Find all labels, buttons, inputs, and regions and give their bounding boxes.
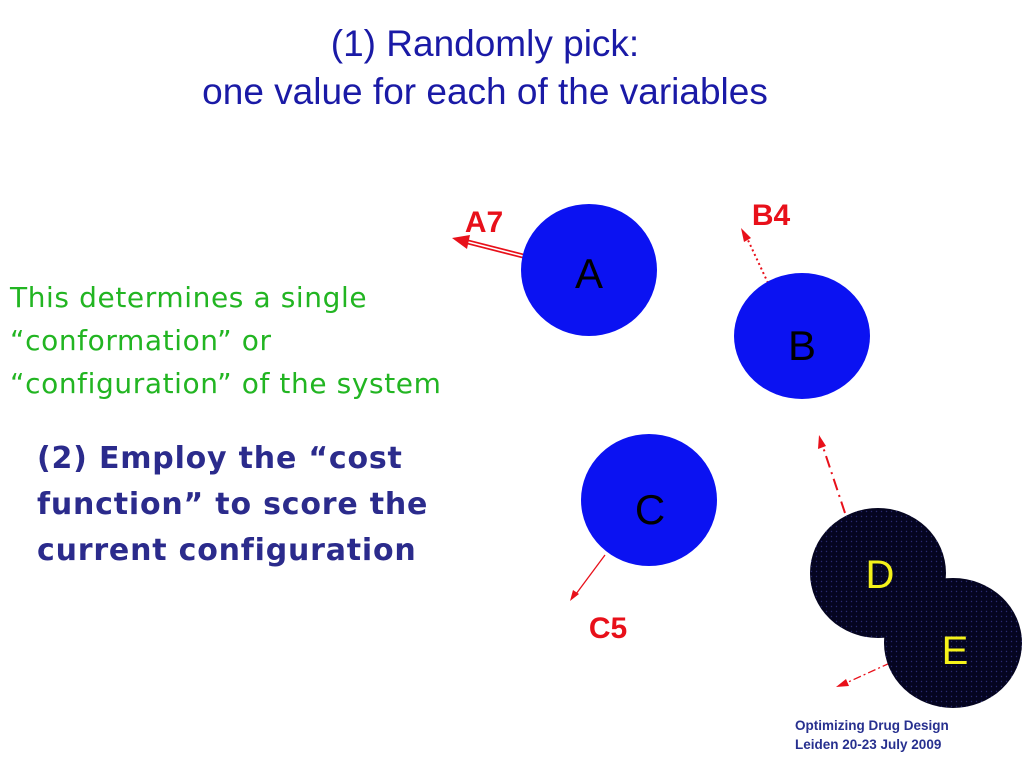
configuration-note-line-1: This determines a single (10, 281, 368, 314)
value-label-c5: C5 (589, 612, 627, 645)
node-a: A (521, 204, 657, 336)
node-e-label: E (942, 629, 969, 673)
node-c: C (581, 434, 717, 566)
node-b-label: B (788, 322, 816, 369)
title-line-2: one value for each of the variables (202, 71, 768, 112)
value-label-a7: A7 (465, 206, 503, 239)
node-d-label: D (866, 553, 895, 597)
node-e: E (884, 578, 1022, 708)
node-a-label: A (575, 250, 603, 297)
footer: Optimizing Drug Design Leiden 20-23 July… (795, 716, 949, 754)
cost-function-note-line-3: current configuration (37, 533, 417, 568)
footer-line-1: Optimizing Drug Design (795, 718, 949, 733)
node-c-label: C (635, 486, 665, 533)
arrow-c-to-c5 (570, 554, 606, 601)
value-label-b4: B4 (752, 199, 791, 232)
arrow-d-up (818, 435, 846, 514)
arrow-b-to-b4 (741, 228, 769, 284)
arrow-a-to-a7 (452, 235, 524, 259)
footer-line-2: Leiden 20-23 July 2009 (795, 737, 942, 752)
arrow-e-left (836, 662, 891, 687)
title-line-1: (1) Randomly pick: (330, 23, 640, 64)
cost-function-note: (2) Employ the “cost function” to score … (37, 436, 428, 574)
configuration-note-line-3: “configuration” of the system (10, 367, 442, 400)
configuration-note: This determines a single “conformation” … (10, 276, 441, 405)
cost-function-note-line-2: function” to score the (37, 487, 429, 522)
node-b: B (734, 273, 870, 399)
configuration-note-line-2: “conformation” or (10, 324, 272, 357)
slide-title: (1) Randomly pick: one value for each of… (0, 20, 970, 116)
cost-function-note-line-1: (2) Employ the “cost (37, 441, 403, 476)
